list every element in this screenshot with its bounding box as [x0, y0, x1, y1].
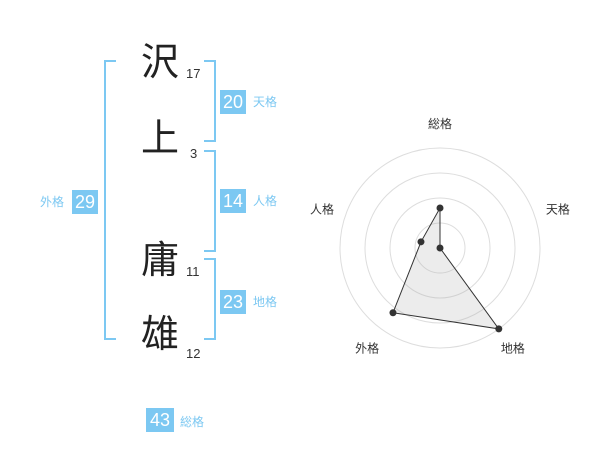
radar-ring-3 [364, 172, 516, 324]
stroke-count-4: 12 [186, 346, 201, 361]
jinkaku-label: 人格 [253, 194, 278, 208]
jinkaku-value-badge: 14 [220, 189, 246, 213]
soukaku-label: 総格 [180, 415, 205, 429]
name-char-1: 沢 [140, 40, 179, 84]
chikaku-label: 地格 [253, 295, 278, 309]
radar-point-3 [495, 325, 503, 333]
stroke-count-1: 17 [186, 66, 201, 81]
gaikaku-value-badge: 29 [72, 190, 98, 214]
gaikaku-bracket [104, 60, 116, 340]
jinkaku-bracket [204, 150, 216, 252]
radar-ring-2 [389, 197, 491, 299]
tenkaku-bracket [204, 60, 216, 142]
radar-axis-label-1: 総格 [428, 116, 452, 131]
radar-point-1 [436, 204, 444, 212]
name-char-2: 上 [140, 116, 179, 160]
name-char-3: 庸 [140, 238, 179, 282]
radar-axis-label-5: 人格 [310, 202, 334, 217]
chikaku-bracket [204, 258, 216, 340]
tenkaku-value-badge: 20 [220, 90, 246, 114]
soukaku-value-badge: 43 [146, 408, 174, 432]
chikaku-value-badge: 23 [220, 290, 246, 314]
radar-axis-label-4: 外格 [355, 340, 379, 355]
stroke-count-2: 3 [190, 146, 198, 161]
radar-point-2 [436, 244, 444, 252]
radar-point-5 [417, 238, 425, 246]
stroke-count-3: 11 [186, 264, 200, 279]
radar-point-4 [389, 309, 397, 317]
radar-ring-4 [339, 147, 541, 349]
gaikaku-label: 外格 [40, 195, 65, 209]
radar-axis-label-2: 天格 [546, 202, 570, 217]
radar-axis-label-3: 地格 [501, 340, 525, 355]
radar-area [392, 206, 500, 330]
name-char-4: 雄 [140, 312, 179, 356]
tenkaku-label: 天格 [253, 95, 278, 109]
